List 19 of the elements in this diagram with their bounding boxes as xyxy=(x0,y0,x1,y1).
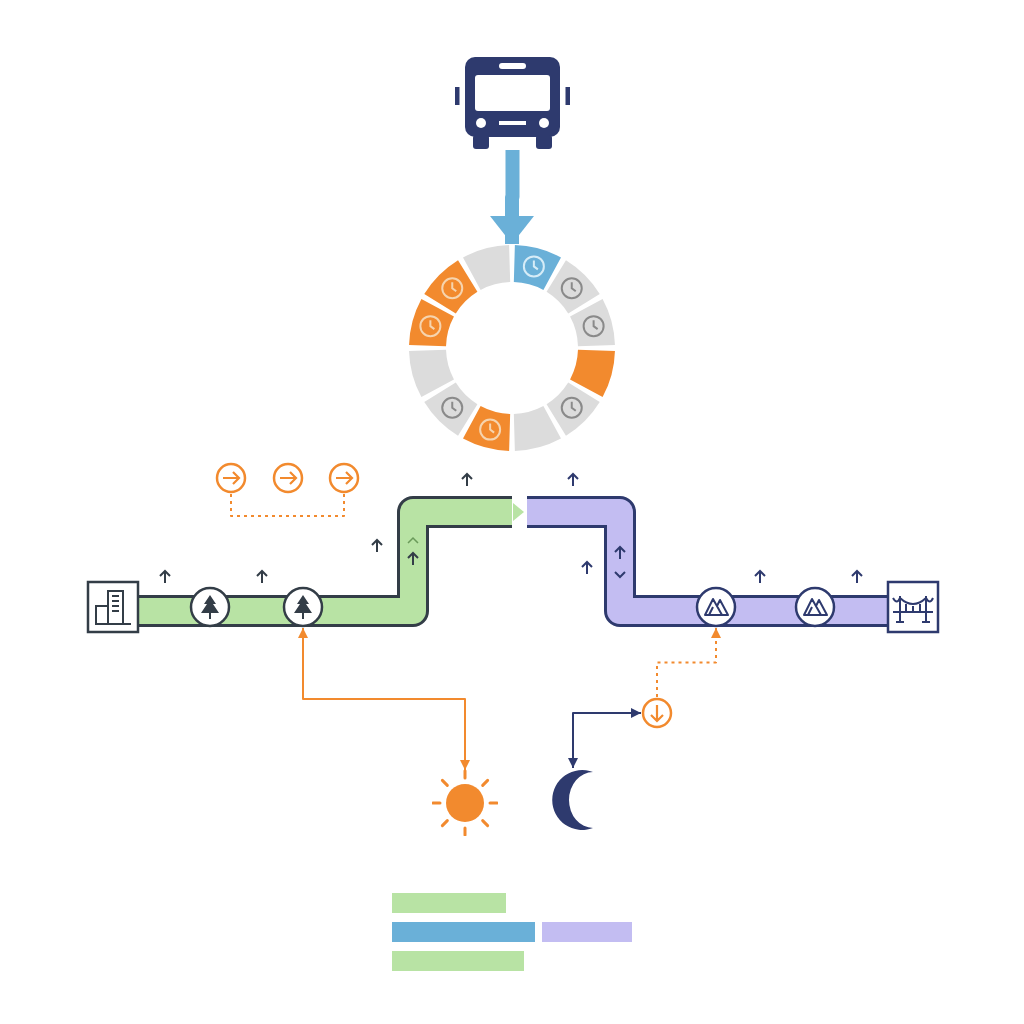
bar xyxy=(392,922,535,942)
segmented-ring xyxy=(408,244,616,452)
dotted-connector xyxy=(656,627,721,698)
sun-icon xyxy=(432,770,498,836)
arrow xyxy=(490,150,534,244)
arrow xyxy=(568,708,642,769)
bar xyxy=(392,893,506,913)
arrow-circle-icon xyxy=(328,462,360,494)
dotted-connector xyxy=(230,493,345,517)
arrow-circle-icon xyxy=(272,462,304,494)
bar xyxy=(392,951,524,971)
bus-icon xyxy=(455,55,570,150)
tree-icon xyxy=(282,586,324,628)
arrow xyxy=(298,627,470,771)
bar xyxy=(542,922,632,942)
mountain-icon xyxy=(794,586,836,628)
tree-icon xyxy=(189,586,231,628)
mountain-icon xyxy=(695,586,737,628)
arrow-circle-icon xyxy=(215,462,247,494)
